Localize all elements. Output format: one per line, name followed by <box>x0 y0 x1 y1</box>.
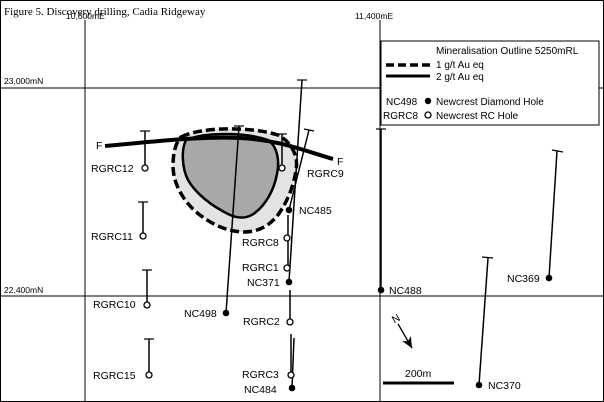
hole-label-nc369: NC369 <box>507 273 540 285</box>
hole-nc485-marker <box>285 206 293 214</box>
north-label: N <box>390 312 403 326</box>
hole-rgrc12-marker <box>141 164 149 172</box>
hole-trace-nc370 <box>478 256 494 386</box>
hole-rgrc15-marker <box>145 371 153 379</box>
hole-rgrc9-marker <box>278 164 286 172</box>
hole-rgrc8-marker <box>283 234 291 242</box>
hole-trace-nc498 <box>225 125 244 314</box>
hole-label-nc484: NC484 <box>244 384 277 396</box>
legend-title: Mineralisation Outline 5250mRL <box>436 46 579 57</box>
hole-label-nc485: NC485 <box>299 205 332 217</box>
hole-nc369-marker <box>545 274 553 282</box>
hole-trace-nc488 <box>376 128 386 290</box>
hole-label-nc498: NC498 <box>184 308 217 320</box>
legend: Mineralisation Outline 5250mRL 1 g/t Au … <box>380 40 600 126</box>
legend-box <box>380 40 600 126</box>
hole-trace-rgrc12 <box>140 130 150 166</box>
hole-trace-rgrc11 <box>138 201 148 234</box>
hole-trace-nc371 <box>288 79 307 283</box>
hole-label-rgrc10: RGRC10 <box>93 299 136 311</box>
hole-trace-nc485 <box>288 128 315 211</box>
hole-label-rgrc3: RGRC3 <box>242 369 279 381</box>
hole-label-rgrc2: RGRC2 <box>243 316 280 328</box>
hole-nc488-marker <box>377 286 385 294</box>
legend-diamond-label: Newcrest Diamond Hole <box>436 97 544 108</box>
hole-label-nc370: NC370 <box>488 380 521 392</box>
hole-label-rgrc12: RGRC12 <box>91 163 134 175</box>
fault-label-east: F <box>337 156 343 168</box>
legend-1gt-label: 1 g/t Au eq <box>436 60 484 71</box>
figure-caption: Figure 5. Discovery drilling, Cadia Ridg… <box>4 6 206 18</box>
grid-label-22400n: 22,400mN <box>4 285 43 295</box>
hole-trace-rgrc9 <box>277 133 287 168</box>
fault-line <box>104 135 334 161</box>
hole-label-rgrc11: RGRC11 <box>91 231 133 243</box>
hole-nc498-marker <box>222 309 230 317</box>
hole-trace-nc484 <box>291 337 295 389</box>
legend-rc-code: RGRC8 <box>383 111 418 122</box>
hole-rgrc3-marker <box>287 371 295 379</box>
hole-rgrc11-marker <box>139 232 147 240</box>
legend-diamond-code: NC498 <box>386 97 418 108</box>
hole-trace-rgrc10 <box>142 269 152 303</box>
grid-label-23000n: 23,000mN <box>4 76 43 86</box>
hole-rgrc1-marker <box>283 264 291 272</box>
hole-rgrc10-marker <box>143 301 151 309</box>
hole-label-nc371: NC371 <box>247 277 280 289</box>
fault-label-west: F <box>96 140 102 152</box>
hole-nc371-marker <box>285 278 293 286</box>
hole-trace-nc369 <box>548 149 564 279</box>
scale-label: 200m <box>405 368 432 380</box>
legend-rc-label: Newcrest RC Hole <box>436 111 519 122</box>
hole-label-rgrc8: RGRC8 <box>242 237 279 249</box>
grid-label-11400e: 11,400mE <box>355 11 393 21</box>
legend-diamond-marker <box>424 97 432 105</box>
hole-nc484-marker <box>288 384 296 392</box>
hole-label-rgrc15: RGRC15 <box>93 370 136 382</box>
hole-label-rgrc9: RGRC9 <box>307 168 344 180</box>
legend-2gt-label: 2 g/t Au eq <box>436 72 484 83</box>
hole-rgrc2-marker <box>286 318 294 326</box>
hole-nc370-marker <box>475 381 483 389</box>
hole-label-nc488: NC488 <box>389 285 422 297</box>
hole-label-rgrc1: RGRC1 <box>242 262 279 274</box>
north-arrow: N <box>390 312 413 349</box>
hole-trace-rgrc15 <box>144 338 154 373</box>
grid-label-10600e: 10,600mE <box>66 11 105 21</box>
legend-rc-marker <box>424 111 432 119</box>
